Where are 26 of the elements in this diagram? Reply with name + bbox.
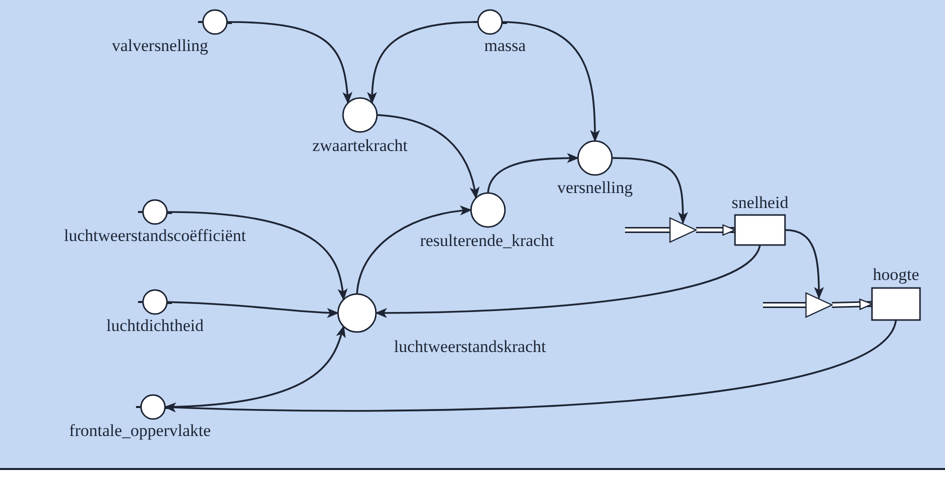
variable-label: frontale_oppervlakte <box>69 421 211 441</box>
variable-label: resulterende_kracht <box>420 231 554 251</box>
arrow <box>375 244 761 318</box>
variable-label: snelheid <box>732 193 788 213</box>
arrow <box>166 301 339 318</box>
flow-pipe <box>625 227 670 233</box>
arrow <box>166 211 348 301</box>
variable-label: valversnelling <box>112 36 208 56</box>
flow-pipe <box>832 298 873 310</box>
variable-label: massa <box>484 36 526 56</box>
variable-label: luchtweerstandskracht <box>394 337 546 357</box>
arrow <box>612 157 688 224</box>
flow-pipe <box>763 302 806 308</box>
arrow <box>226 21 352 104</box>
arrow <box>356 206 472 294</box>
variable-label: zwaartekracht <box>312 136 408 156</box>
arrow <box>784 229 824 299</box>
arrow <box>502 21 600 142</box>
variable-label: hoogte <box>872 265 920 285</box>
variable-label: luchtweerstandscoëfficiënt <box>64 226 246 246</box>
arrow <box>376 114 480 199</box>
variable-label: versnelling <box>557 178 633 198</box>
variable-label: luchtdichtheid <box>106 316 204 336</box>
flow-pipe <box>696 224 736 236</box>
arrow <box>487 153 579 194</box>
arrow <box>164 325 346 408</box>
